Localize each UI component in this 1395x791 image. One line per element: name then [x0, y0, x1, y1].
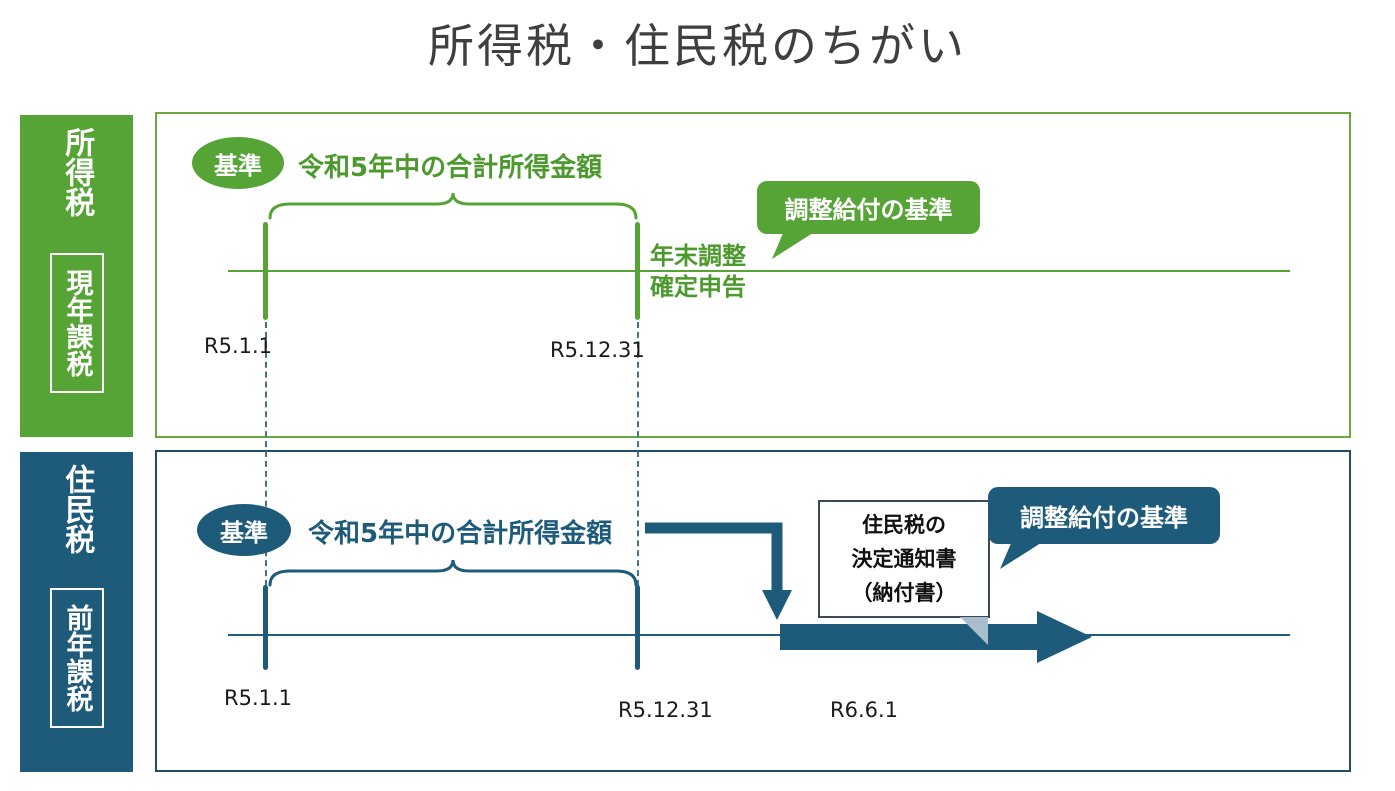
page-title: 所得税・住民税のちがい: [428, 19, 967, 73]
dashed-connector-start-date: [265, 322, 267, 586]
resident-date-start: R5.1.1: [224, 686, 293, 710]
income-tick-end: [635, 222, 640, 320]
resident-callout-label: 調整給付の基準: [1020, 504, 1188, 532]
income-timeline: [228, 270, 1290, 272]
resident-forward-arrow: [780, 611, 1092, 663]
resident-callout-bubble: 調整給付の基準: [988, 487, 1220, 544]
resident-tax-sidebar: 住民税 前年課税: [20, 452, 133, 772]
elbow-arrow: [645, 522, 792, 620]
income-callout-tail: [772, 231, 816, 259]
income-timeline-note: 年末調整 確定申告: [650, 241, 746, 303]
notice-box: 住民税の 決定通知書 （納付書）: [818, 500, 990, 618]
income-note-line2: 確定申告: [650, 273, 746, 301]
resident-tick-end: [635, 585, 640, 670]
resident-callout-tail: [1000, 541, 1044, 569]
notice-line3: （納付書）: [851, 581, 957, 605]
income-basis-text: 令和5年中の合計所得金額: [298, 153, 603, 183]
resident-period-brace: [268, 559, 638, 587]
income-callout-label: 調整給付の基準: [784, 196, 953, 224]
income-basis-badge: 基準: [192, 137, 284, 189]
income-tax-panel: [155, 112, 1351, 438]
resident-taxation-type-box: 前年課税: [49, 588, 104, 728]
income-note-line1: 年末調整: [650, 242, 746, 270]
income-tax-sidebar-label: 所得税: [59, 127, 95, 217]
resident-basis-text: 令和5年中の合計所得金額: [308, 519, 613, 549]
resident-tick-start: [263, 585, 268, 670]
income-period-brace: [268, 192, 638, 220]
notice-line2: 決定通知書: [851, 547, 957, 571]
income-taxation-type-box: 現年課税: [49, 253, 104, 393]
income-callout-bubble: 調整給付の基準: [757, 181, 980, 234]
notice-box-tail: [960, 617, 988, 645]
notice-line1: 住民税の: [862, 513, 946, 537]
income-taxation-type-label: 現年課税: [61, 269, 93, 377]
income-date-start: R5.1.1: [204, 334, 273, 358]
income-date-end: R5.12.31: [550, 338, 645, 362]
resident-taxation-type-label: 前年課税: [61, 604, 93, 712]
income-tick-start: [263, 222, 268, 320]
resident-basis-badge: 基準: [197, 504, 291, 556]
dashed-connector-end-date: [637, 322, 639, 586]
income-tax-sidebar: 所得税 現年課税: [20, 115, 133, 437]
resident-date-end: R5.12.31: [618, 698, 713, 722]
resident-tax-sidebar-label: 住民税: [59, 464, 95, 554]
resident-date-event: R6.6.1: [830, 698, 899, 722]
resident-timeline: [228, 634, 1290, 636]
